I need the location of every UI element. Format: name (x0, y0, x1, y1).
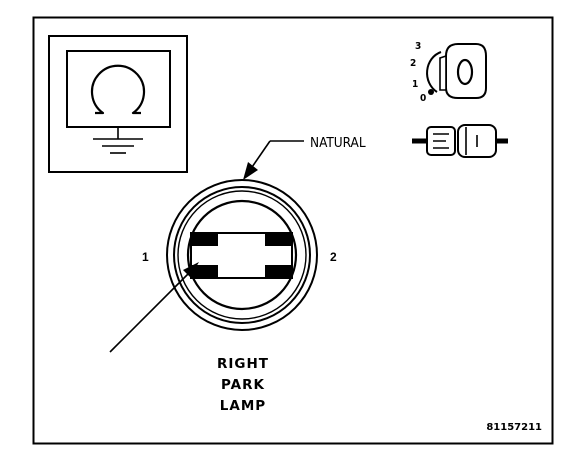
key-position-2: 2 (410, 58, 416, 69)
natural-label: NATURAL (310, 135, 366, 151)
cavity-leader-line (109, 271, 191, 353)
terminal-cavity (190, 232, 293, 279)
component-label-line-1: RIGHT (217, 356, 269, 372)
cavity-arrow-head (183, 262, 199, 277)
diagram-frame (32, 16, 554, 445)
ground-omega-icon (48, 35, 188, 173)
terminal-1-top-blade (191, 233, 218, 246)
terminal-label-right: 2 (330, 250, 337, 264)
component-label-line-3: LAMP (220, 398, 266, 414)
connector-housing (166, 179, 318, 331)
terminal-2-top-blade (265, 233, 292, 246)
connector-plug-icon (412, 124, 508, 158)
terminal-label-left: 1 (142, 250, 149, 264)
key-position-1: 1 (412, 79, 418, 90)
ignition-key-icon: 3 2 1 0 (410, 41, 487, 104)
figure-code: 81157211 (486, 422, 542, 433)
terminal-2-bottom-blade (265, 265, 292, 278)
terminal-1-bottom-blade (191, 265, 218, 278)
key-position-0: 0 (420, 93, 426, 104)
component-label-line-2: PARK (221, 377, 265, 393)
key-position-3: 3 (415, 41, 421, 52)
natural-arrow-head (243, 162, 258, 180)
